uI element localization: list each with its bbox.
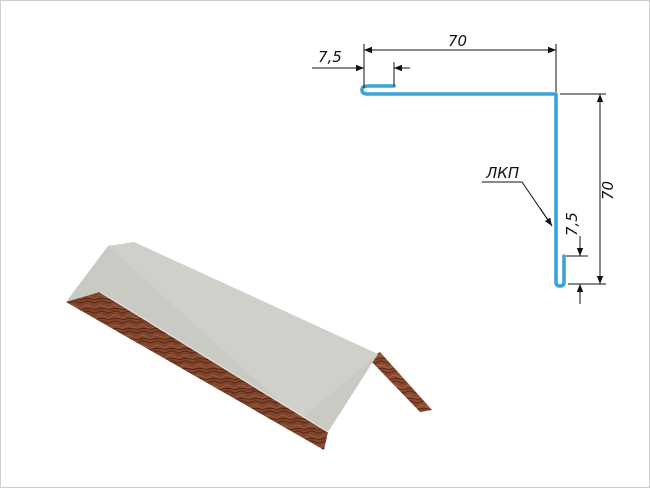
dimension-lines: [312, 44, 606, 304]
hem-side-label: 7,5: [563, 212, 581, 236]
profile-section: [360, 84, 566, 288]
coating-leader-line: [482, 181, 553, 227]
wood-front-shadow: [66, 292, 328, 450]
height-label: 70: [599, 181, 617, 200]
wood-front-face: [66, 292, 328, 450]
width-label: 70: [448, 32, 467, 50]
profile-line: [360, 84, 566, 288]
corner-flashing-render: [66, 242, 432, 450]
fold-edge: [99, 291, 329, 433]
wood-side-face: [368, 352, 432, 412]
coating-label: ЛКП: [485, 164, 519, 182]
hem-top-label: 7,5: [318, 48, 342, 66]
painted-face-highlight: [108, 242, 378, 420]
